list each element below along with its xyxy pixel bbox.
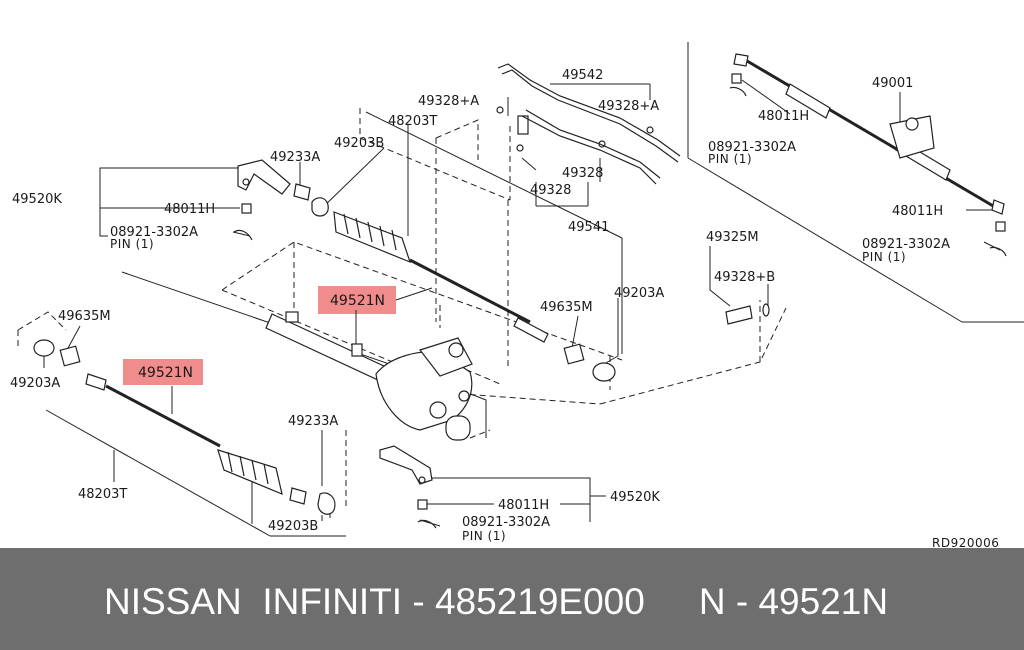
label-48203t-bottom: 48203T (78, 487, 127, 502)
highlight-49521n-lower (123, 359, 203, 385)
label-49233a-top: 49233A (270, 150, 320, 165)
label-49001: 49001 (872, 76, 913, 91)
label-49203a-right: 49203A (614, 286, 664, 301)
cotter-pin-topright (729, 86, 747, 97)
label-08921-topright: 08921-3302A (708, 140, 796, 155)
label-48011h-topright: 48011H (758, 109, 809, 124)
diagram-reference-code: RD920006 (932, 536, 999, 548)
label-pin-left: PIN (1) (110, 237, 154, 251)
part-number-banner: NISSAN INFINITI - 485219E000 N - 49521N (0, 548, 1024, 650)
clamp-49233a-upper (293, 183, 311, 201)
seal-49203a-right (592, 362, 616, 382)
label-49520k-left: 49520K (12, 192, 62, 207)
cotter-pin-bottom (417, 519, 437, 529)
label-49521n-upper: 49521N (330, 293, 385, 309)
label-49541: 49541 (568, 220, 609, 235)
label-49233a-bottom: 49233A (288, 414, 338, 429)
label-48011h-right: 48011H (892, 204, 943, 219)
label-08921-left: 08921-3302A (110, 225, 198, 240)
label-49542: 49542 (562, 68, 603, 83)
label-08921-right: 08921-3302A (862, 237, 950, 252)
leader-lines (43, 79, 1001, 527)
hydraulic-lines (496, 63, 681, 185)
label-49325m: 49325M (706, 230, 759, 245)
inner-tie-rod-lower (85, 373, 221, 448)
nut-48011h-upper (241, 203, 252, 214)
tie-rod-end-upper (237, 159, 291, 195)
label-08921-bottom: 08921-3302A (462, 515, 550, 530)
cotter-pin-right (989, 246, 1007, 257)
label-49328a-2: 49328+A (598, 99, 659, 114)
highlight-49521n-upper (318, 286, 396, 314)
steering-rack-exploded-diagram: 49542 49328+A 49328+A 49328 49328 49541 … (10, 42, 1024, 548)
label-49203b-top: 49203B (334, 136, 384, 151)
dashed-assembly-outline (17, 108, 787, 522)
label-49520k-bottom: 49520K (610, 490, 660, 505)
cotter-pin-left (233, 229, 253, 241)
bushing-49635m-left (59, 345, 81, 367)
clip-49203b-upper (311, 197, 329, 217)
label-49521n-lower: 49521N (138, 365, 193, 381)
rack-housing (265, 311, 473, 441)
label-48011h-bottom: 48011H (498, 498, 549, 513)
frame-lines (45, 42, 1024, 537)
label-pin-bottom: PIN (1) (462, 529, 506, 543)
bushing-49635m-right (563, 343, 585, 365)
boot-48203t-lower (217, 449, 283, 495)
boot-48203t-upper (333, 211, 411, 264)
label-48203t-top: 48203T (388, 114, 437, 129)
label-49203a-left: 49203A (10, 376, 60, 391)
label-49328b: 49328+B (714, 270, 775, 285)
nut-48011h-lower (417, 499, 428, 510)
label-pin-topright: PIN (1) (708, 152, 752, 166)
label-49635m-right: 49635M (540, 300, 593, 315)
label-pin-right: PIN (1) (862, 250, 906, 264)
inner-tie-rod-upper (409, 258, 549, 343)
label-48011h-left: 48011H (164, 202, 215, 217)
fitting-49325m (725, 303, 770, 325)
label-49328: 49328 (562, 166, 603, 181)
brand-part-number: NISSAN INFINITI - 485219E000 (104, 581, 645, 622)
seal-49203a-left (33, 339, 55, 357)
tie-rod-end-lower (379, 445, 433, 485)
clip-49203b-lower (317, 492, 336, 515)
label-49635m-left: 49635M (58, 309, 111, 324)
part-labels: 49542 49328+A 49328+A 49328 49328 49541 … (10, 68, 999, 548)
clamp-49233a-lower (289, 487, 307, 505)
label-49328-2: 49328 (530, 183, 571, 198)
label-49328a-1: 49328+A (418, 94, 479, 109)
steering-rack-assembly-thumbnail (731, 53, 1006, 232)
diagram-part-code: N - 49521N (698, 581, 889, 622)
label-49203b-bottom: 49203B (268, 519, 318, 534)
